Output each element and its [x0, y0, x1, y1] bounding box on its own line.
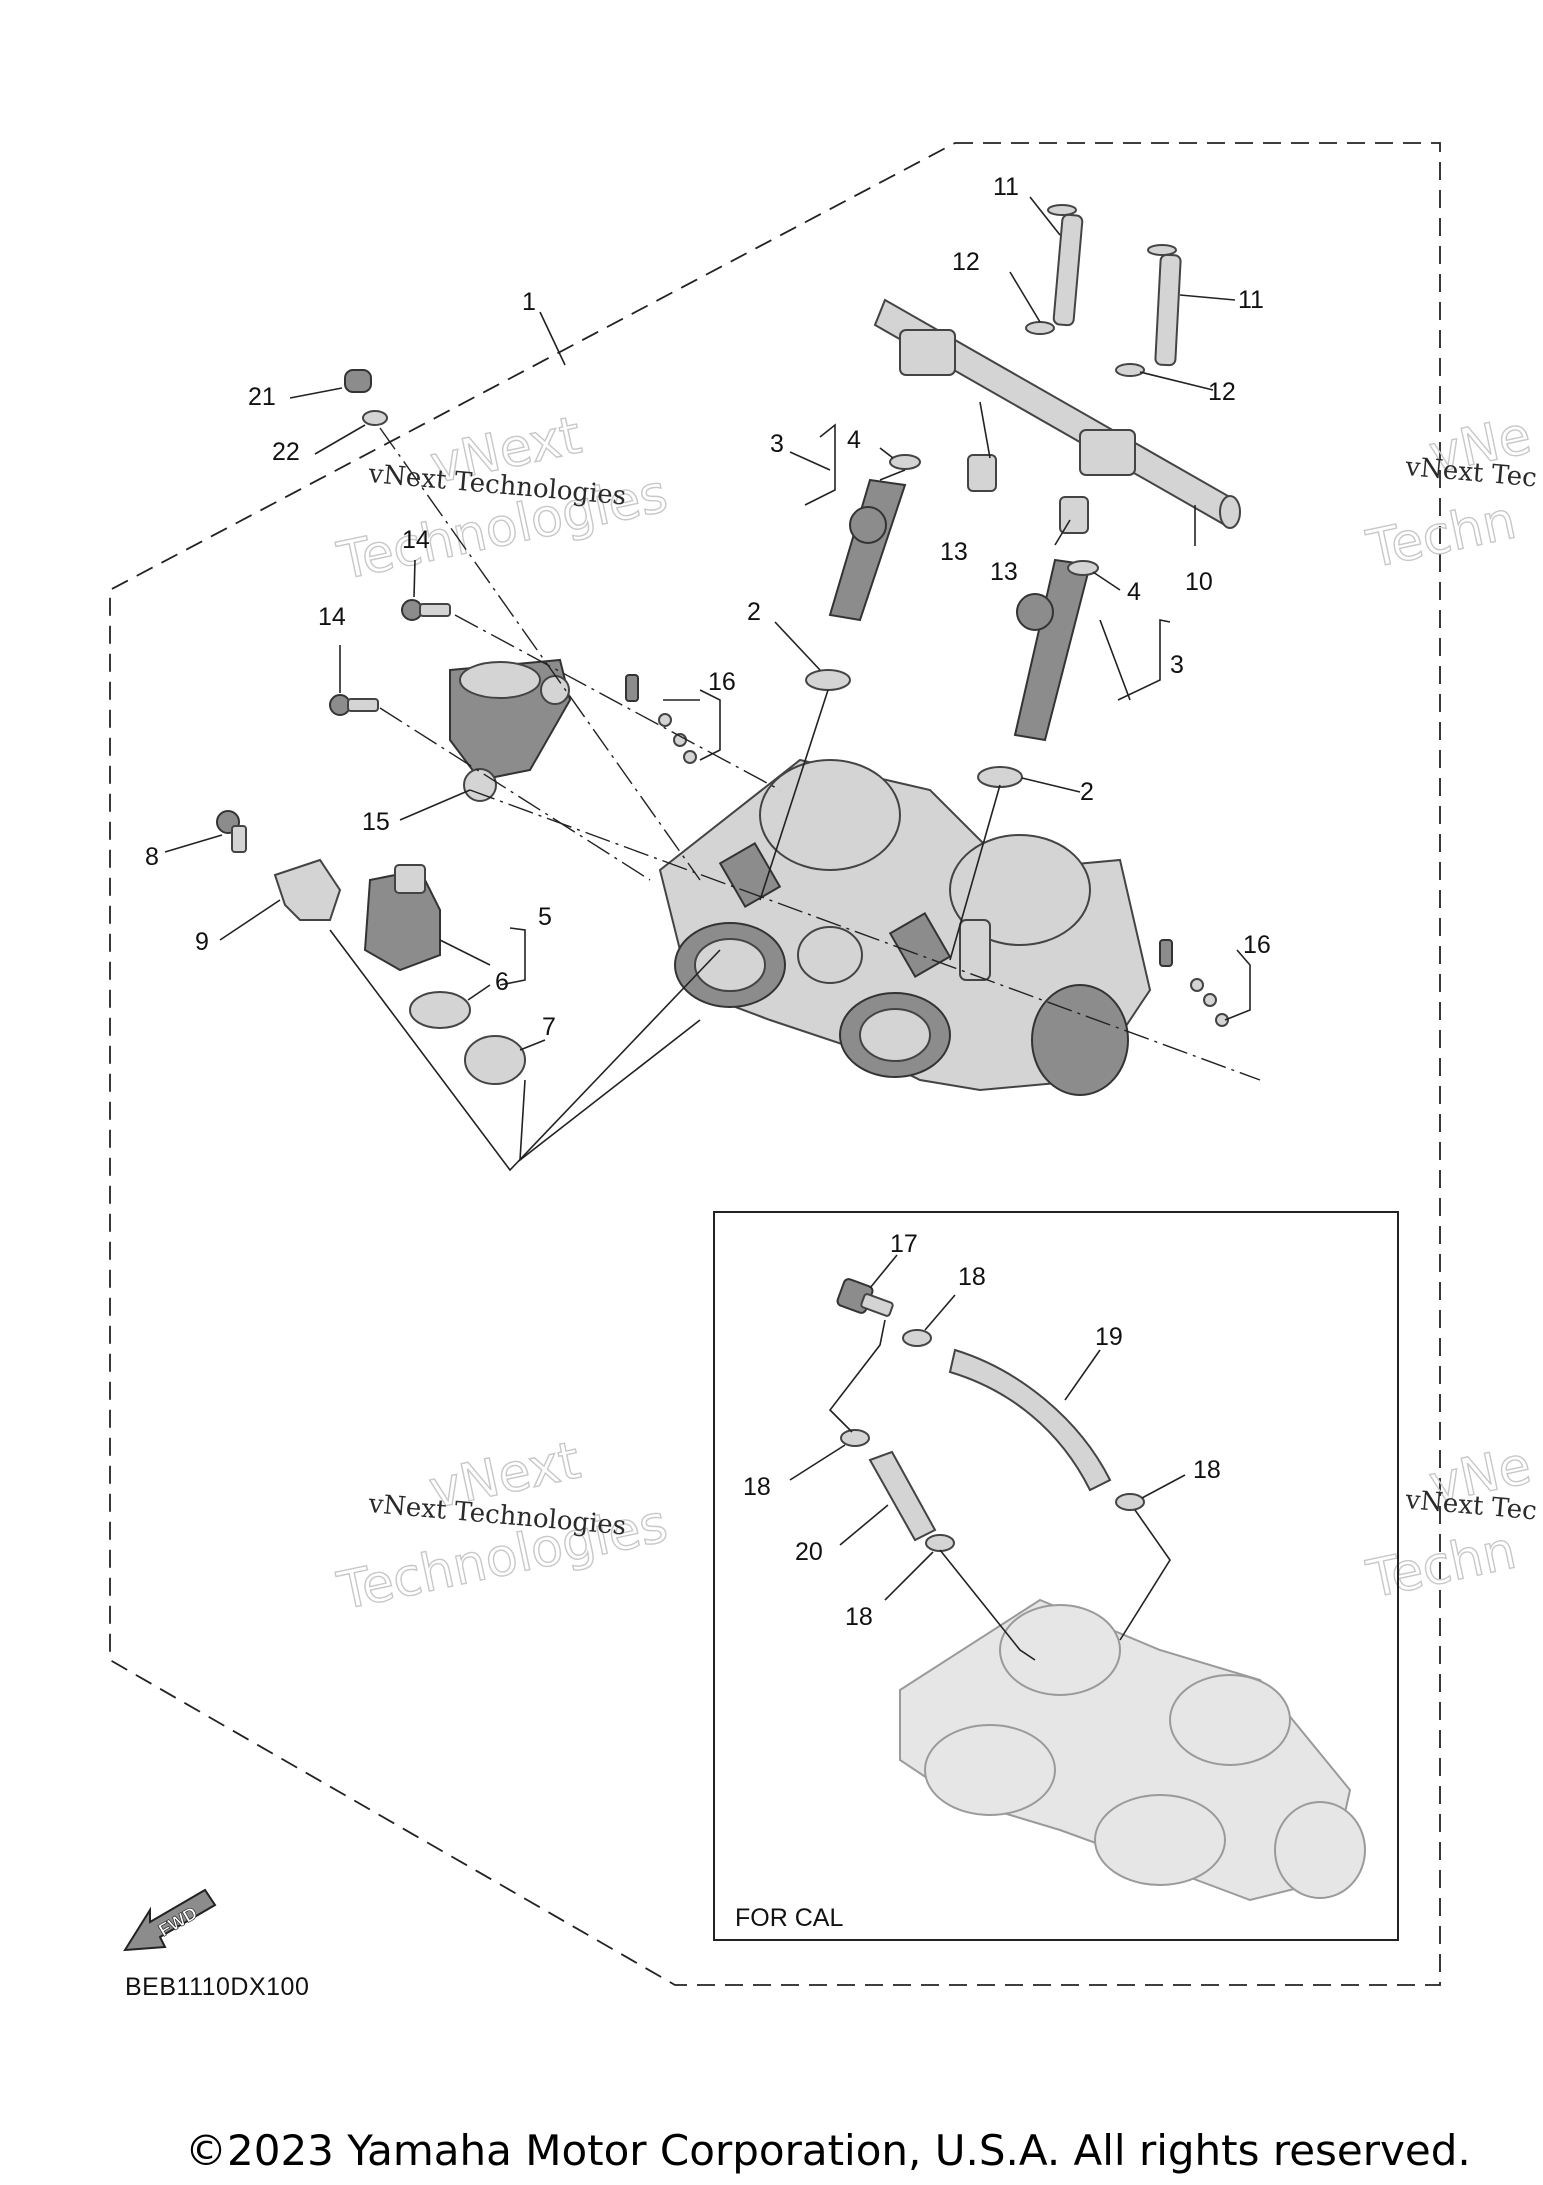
fuel-pipe-right — [1147, 244, 1182, 367]
inset-label: FOR CAL — [735, 1904, 843, 1932]
bracket-9 — [273, 858, 342, 921]
connection-lines — [329, 427, 1261, 1172]
callout-16-right: 16 — [1243, 931, 1271, 959]
callout-1: 1 — [522, 288, 536, 316]
assembly-outline — [109, 142, 1441, 1986]
callout-12-right: 12 — [1208, 378, 1236, 406]
callout-9: 9 — [195, 928, 209, 956]
callout-11-left: 11 — [993, 173, 1019, 201]
screw-14-lower — [329, 694, 379, 716]
callout-14-upper: 14 — [402, 526, 430, 554]
callout-15: 15 — [362, 808, 390, 836]
screw-8 — [216, 810, 247, 853]
o-ring-12-right — [1115, 363, 1145, 377]
copyright-notice: ©2023 Yamaha Motor Corporation, U.S.A. A… — [185, 2126, 1471, 2175]
clip-18-b — [840, 1429, 870, 1447]
callout-4-right: 4 — [1127, 578, 1141, 606]
watermark-right-upper: vNe Techn — [1361, 405, 1537, 581]
clip-18-d — [925, 1534, 955, 1552]
callout-2-left: 2 — [747, 598, 761, 626]
callout-2-right: 2 — [1080, 778, 1094, 806]
sensor-bracket-15 — [449, 658, 572, 802]
callout-13-left: 13 — [940, 538, 968, 566]
callout-8: 8 — [145, 843, 159, 871]
seal-4-left — [889, 454, 921, 470]
inset-leader-lines — [789, 1254, 1186, 1601]
injector-right — [1013, 558, 1092, 742]
cap-21 — [344, 369, 372, 393]
inset-throttle-body — [899, 1598, 1366, 1902]
fuel-pipe-left — [1047, 204, 1084, 327]
leader-lines — [164, 196, 1251, 1051]
callout-5: 5 — [538, 903, 552, 931]
callout-20: 20 — [795, 1538, 823, 1566]
o-ring-12-left — [1025, 321, 1055, 335]
callout-19: 19 — [1095, 1323, 1123, 1351]
clip-22 — [362, 410, 388, 426]
hose-20 — [868, 1450, 937, 1542]
callout-13-right: 13 — [990, 558, 1018, 586]
callout-16-left: 16 — [708, 668, 736, 696]
callout-14-lower: 14 — [318, 603, 346, 631]
fuel-rail — [873, 298, 1241, 529]
callout-11-right: 11 — [1238, 286, 1264, 314]
callout-17: 17 — [890, 1230, 918, 1258]
callout-3-left: 3 — [770, 430, 784, 458]
svg-text:Techn: Techn — [1362, 1521, 1522, 1611]
collar-13-right — [1059, 496, 1089, 534]
diagram-code: BEB1110DX100 — [125, 1973, 310, 2001]
callout-18-a: 18 — [958, 1263, 986, 1291]
seal-4-right — [1067, 560, 1099, 576]
gasket-2-right — [977, 766, 1023, 788]
callout-numbers: 1 11 11 12 12 13 13 10 3 4 4 3 2 2 21 22… — [145, 173, 1271, 1631]
svg-text:Techn: Techn — [1362, 491, 1522, 581]
callout-10: 10 — [1185, 568, 1213, 596]
callout-12-left: 12 — [952, 248, 980, 276]
inset-connection-lines — [828, 1319, 1171, 1661]
inset-frame — [713, 1211, 1399, 1941]
callout-3-right: 3 — [1170, 651, 1184, 679]
hose-19 — [948, 1348, 1112, 1492]
screw-set-16-left — [625, 674, 697, 764]
callout-6: 6 — [495, 968, 509, 996]
screw-set-16-right — [1159, 939, 1229, 1027]
callout-18-c: 18 — [1193, 1456, 1221, 1484]
spring-7 — [464, 1035, 526, 1085]
callout-18-b: 18 — [743, 1473, 771, 1501]
callout-22: 22 — [272, 438, 300, 466]
injector-left — [828, 478, 907, 622]
fwd-arrow-icon: FWD — [123, 1888, 217, 1952]
nipple-17 — [836, 1278, 894, 1317]
screw-14-upper — [401, 599, 451, 621]
throttle-body-main — [658, 758, 1152, 1096]
clip-18-c — [1115, 1493, 1145, 1511]
gasket-2-left — [805, 669, 851, 691]
callout-18-d: 18 — [845, 1603, 873, 1631]
sensor-5 — [363, 864, 441, 972]
callout-4-left: 4 — [847, 426, 861, 454]
callout-7: 7 — [542, 1013, 556, 1041]
o-ring-6 — [409, 991, 471, 1029]
clip-18-a — [902, 1329, 932, 1347]
collar-13-left — [967, 454, 997, 492]
callout-21: 21 — [248, 383, 276, 411]
